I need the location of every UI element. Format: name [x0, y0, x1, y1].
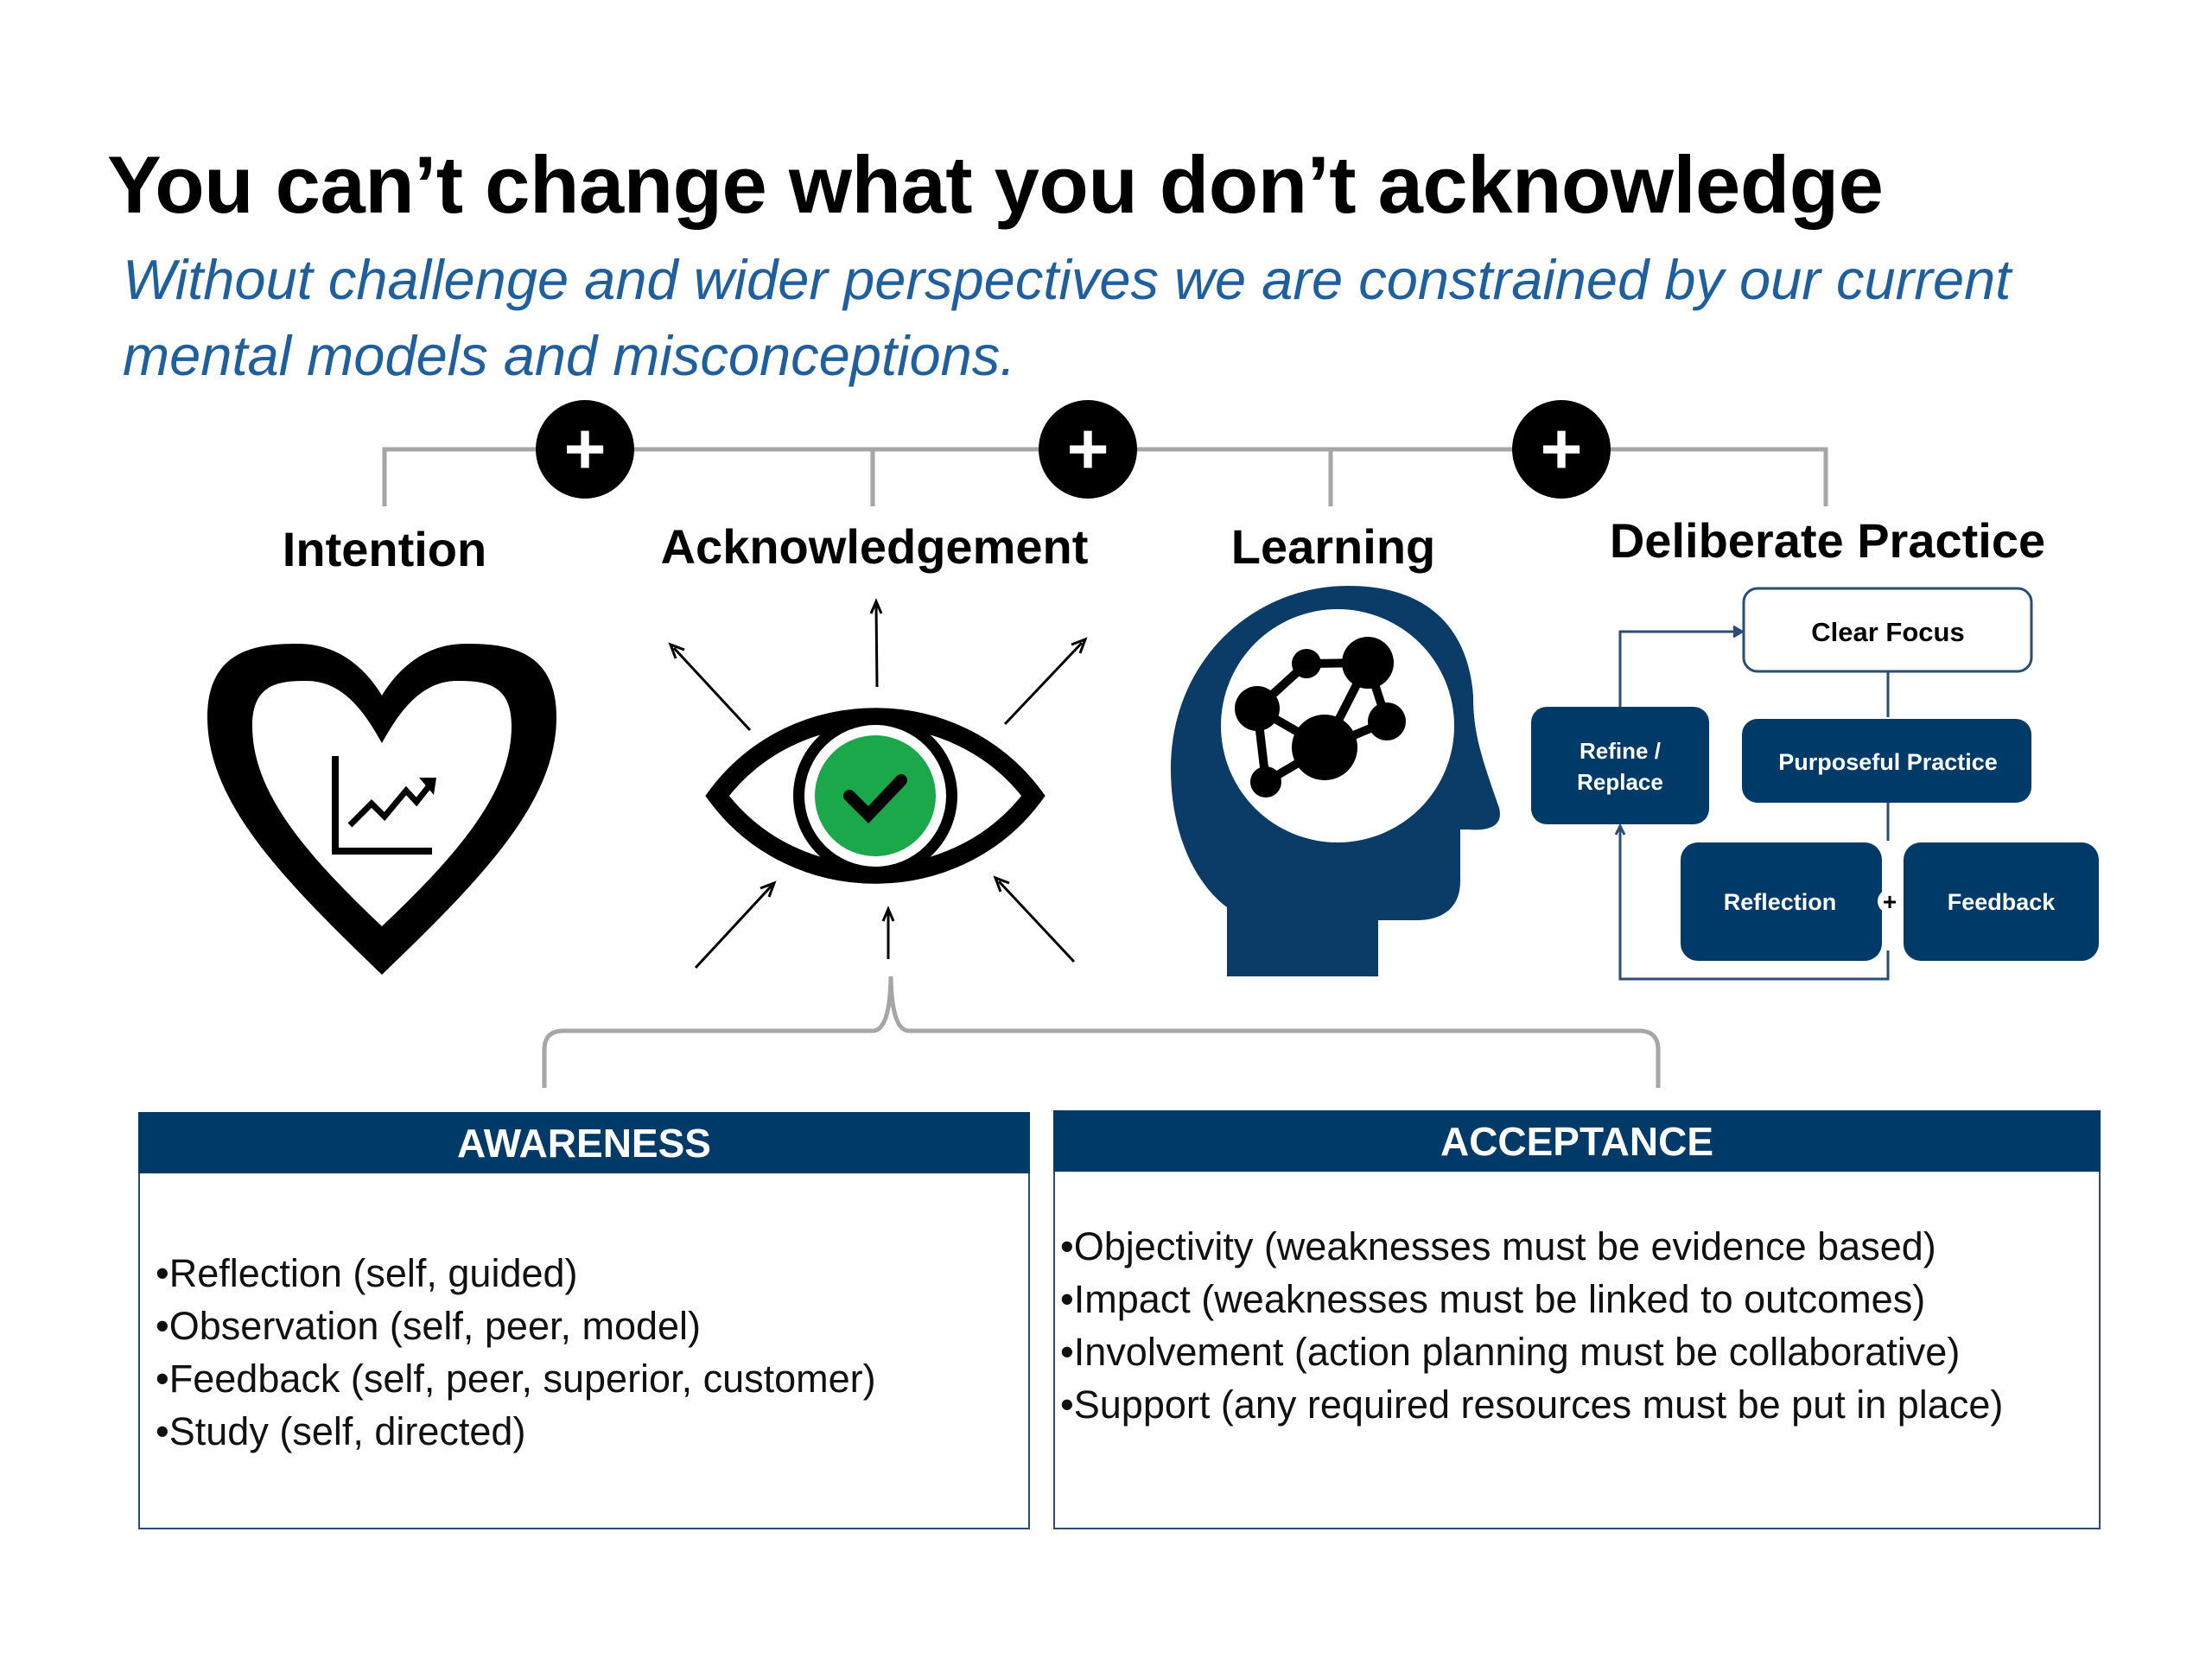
- list-item: Objectivity (weaknesses must be evidence…: [1060, 1220, 2093, 1273]
- radiating-arrows: [668, 598, 1088, 969]
- feedback-box: [1904, 842, 2099, 961]
- stage-label-intention: Intention: [283, 522, 486, 576]
- svg-text:Replace: Replace: [1577, 769, 1663, 795]
- list-item: Observation (self, peer, model): [156, 1300, 1011, 1352]
- list-item: Involvement (action planning must be col…: [1060, 1325, 2093, 1378]
- heart-chart-icon: [207, 644, 556, 975]
- awareness-list: Reflection (self, guided) Observation (s…: [156, 1247, 1011, 1458]
- purposeful-practice-box: [1742, 719, 2031, 803]
- deliberate-practice-flowchart: Clear Focus Refine / Replace Purposeful …: [1531, 587, 2099, 981]
- stage-label-deliberate-practice: Deliberate Practice: [1610, 513, 2045, 568]
- reflection-box: [1681, 842, 1882, 961]
- refine-replace-box: [1531, 707, 1709, 824]
- clear-focus-box: [1742, 587, 2033, 673]
- curly-brace: [542, 976, 1661, 1088]
- svg-text:+: +: [563, 408, 606, 489]
- plus-circle-icon: +: [1512, 400, 1611, 499]
- list-item: Reflection (self, guided): [156, 1247, 1011, 1300]
- list-item: Feedback (self, peer, superior, customer…: [156, 1352, 1011, 1405]
- page-title: You can’t change what you don’t acknowle…: [107, 139, 1884, 230]
- svg-text:Refine /: Refine /: [1580, 738, 1661, 764]
- plus-circle-icon: +: [536, 400, 634, 499]
- head-network-icon: [1171, 586, 1500, 976]
- svg-text:Clear Focus: Clear Focus: [1811, 617, 1964, 647]
- svg-text:Purposeful Practice: Purposeful Practice: [1778, 749, 1998, 775]
- plus-circle-icon: +: [1039, 400, 1137, 499]
- acceptance-header: ACCEPTANCE: [1053, 1110, 2101, 1172]
- eye-check-icon: [705, 708, 1046, 884]
- svg-text:Reflection: Reflection: [1724, 889, 1837, 915]
- list-item: Study (self, directed): [156, 1405, 1011, 1458]
- svg-text:+: +: [1066, 408, 1109, 489]
- svg-text:Feedback: Feedback: [1948, 889, 2056, 915]
- stage-label-learning: Learning: [1231, 519, 1435, 574]
- list-item: Support (any required resources must be …: [1060, 1378, 2093, 1431]
- awareness-header: AWARENESS: [138, 1112, 1030, 1173]
- stage-label-acknowledgement: Acknowledgement: [661, 519, 1089, 574]
- plus-icon: +: [1883, 888, 1897, 915]
- list-item: Impact (weaknesses must be linked to out…: [1060, 1273, 2093, 1325]
- svg-text:+: +: [1540, 408, 1582, 489]
- page-subtitle: Without challenge and wider perspectives…: [123, 248, 2012, 387]
- acceptance-list: Objectivity (weaknesses must be evidence…: [1060, 1220, 2093, 1431]
